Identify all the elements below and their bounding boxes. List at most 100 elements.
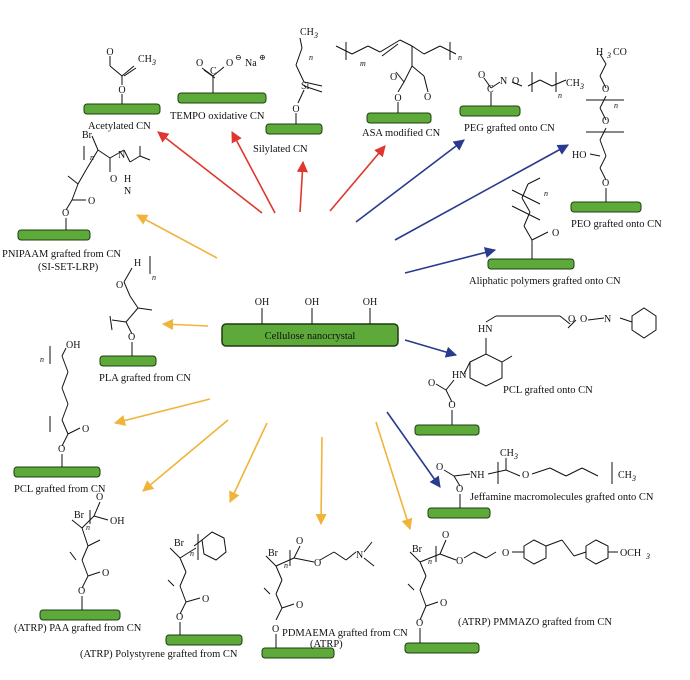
rod-pla xyxy=(99,355,157,367)
label-pnipaam-1: PNIPAAM grafted from CN xyxy=(2,249,121,260)
jeffamine-group xyxy=(427,458,613,519)
rod-peg xyxy=(459,105,521,117)
pla-h: H xyxy=(134,258,141,269)
rod-aliphatic xyxy=(487,258,575,270)
peo-h3co: H xyxy=(596,47,603,58)
pmm-o4: O xyxy=(456,556,463,567)
pdm-br: Br xyxy=(268,548,279,559)
arrow-pdmaema xyxy=(315,436,327,526)
arrow-pnipaam xyxy=(136,214,218,259)
jeff-ch: CH xyxy=(500,448,514,459)
jeff-nh: NH xyxy=(470,470,484,481)
tempo-group xyxy=(177,66,267,104)
pclf-n: n xyxy=(40,355,44,364)
silylated-group xyxy=(265,37,323,135)
pni-o2: O xyxy=(88,196,95,207)
tempo-na: Na xyxy=(245,58,257,69)
pmm-n: n xyxy=(428,557,432,566)
tempo-c: C xyxy=(210,66,217,77)
pdmaema-group xyxy=(261,541,375,659)
sil-3: 3 xyxy=(313,31,318,40)
ps-o: O xyxy=(176,612,183,623)
ps-br: Br xyxy=(174,538,185,549)
acetyl-o: O xyxy=(118,85,125,96)
pmm-o: O xyxy=(416,618,423,629)
peg-o: O xyxy=(478,70,485,81)
pni-br: Br xyxy=(82,130,93,141)
rod-pcl-from xyxy=(13,466,101,478)
rod-peo xyxy=(570,201,642,213)
rod-asa xyxy=(366,112,432,124)
arrow-paa xyxy=(142,419,229,492)
rod-pdmaema xyxy=(261,647,335,659)
label-peg: PEG grafted onto CN xyxy=(464,123,555,134)
arrow-silylated xyxy=(296,160,308,213)
pla-o: O xyxy=(128,332,135,343)
label-pmmazo: (ATRP) PMMAZO grafted from CN xyxy=(458,617,612,628)
asa-o: O xyxy=(394,93,401,104)
peo-n: n xyxy=(614,101,618,110)
pclo-o3: O xyxy=(568,314,575,325)
peg-n-sub: n xyxy=(558,91,562,100)
pmm-br: Br xyxy=(412,544,423,555)
peg-n: N xyxy=(500,76,507,87)
rod-pmmazo xyxy=(404,642,480,654)
asa-m: m xyxy=(360,59,366,68)
tempo-o2: O xyxy=(226,58,233,69)
tempo-plus: ⊕ xyxy=(259,53,266,62)
label-pla: PLA grafted from CN xyxy=(99,373,191,384)
arrow-tempo xyxy=(231,131,276,214)
pla-group xyxy=(99,256,157,367)
pmm-o3: O xyxy=(442,530,449,541)
rod-silylated xyxy=(265,123,323,135)
rod-pcl-onto xyxy=(414,424,480,436)
rod-jeffamine xyxy=(427,507,491,519)
label-aliphatic: Aliphatic polymers grafted onto CN xyxy=(469,276,621,287)
peo-ho: HO xyxy=(572,150,586,161)
pclf-oh: OH xyxy=(66,340,80,351)
pni-n: N xyxy=(118,150,125,161)
acetyl-o2: O xyxy=(106,47,113,58)
aliph-o: O xyxy=(552,228,559,239)
peo-co: CO xyxy=(613,47,627,58)
pni-o3: O xyxy=(110,174,117,185)
pclo-n: N xyxy=(604,314,611,325)
pmm-o2: O xyxy=(440,598,447,609)
peo-o1: O xyxy=(602,84,609,95)
pcl-onto-group xyxy=(414,307,657,436)
acetyl-ch: CH xyxy=(138,54,152,65)
pni-n-sub: n xyxy=(90,153,94,162)
peg-o2: O xyxy=(512,76,519,87)
pclo-o: O xyxy=(448,400,455,411)
pmm-3: 3 xyxy=(645,552,650,561)
arrow-pcl-from xyxy=(113,398,211,426)
pclo-o2: O xyxy=(428,378,435,389)
pclf-o2: O xyxy=(82,424,89,435)
paa-n: n xyxy=(86,523,90,532)
rod-polystyrene xyxy=(165,634,243,646)
label-tempo: TEMPO oxidative CN xyxy=(170,111,265,122)
label-pdmaema-2: (ATRP) xyxy=(310,639,343,650)
label-pcl-from: PCL grafted from CN xyxy=(14,484,106,495)
pdm-o3: O xyxy=(296,536,303,547)
peo-3: 3 xyxy=(606,51,611,60)
arrow-pcl-onto xyxy=(404,339,458,358)
acetylated-group xyxy=(83,56,161,115)
peo-group xyxy=(570,53,642,213)
arrow-pmmazo xyxy=(375,421,413,531)
peg-ch: CH xyxy=(566,78,580,89)
pclf-o: O xyxy=(58,444,65,455)
acetyl-3: 3 xyxy=(151,58,156,67)
rod-pnipaam xyxy=(17,229,91,241)
arrow-jeffamine xyxy=(386,411,441,488)
label-acetylated: Acetylated CN xyxy=(88,121,151,132)
arrow-asa xyxy=(329,145,386,212)
arrows xyxy=(113,131,569,531)
arrow-aliphatic xyxy=(404,247,497,274)
sil-n: n xyxy=(309,53,313,62)
pclo-hn: HN xyxy=(452,370,466,381)
paa-br: Br xyxy=(74,510,85,521)
rod-tempo xyxy=(177,92,267,104)
pdm-o: O xyxy=(272,624,279,635)
cellulose-rod xyxy=(221,323,399,347)
